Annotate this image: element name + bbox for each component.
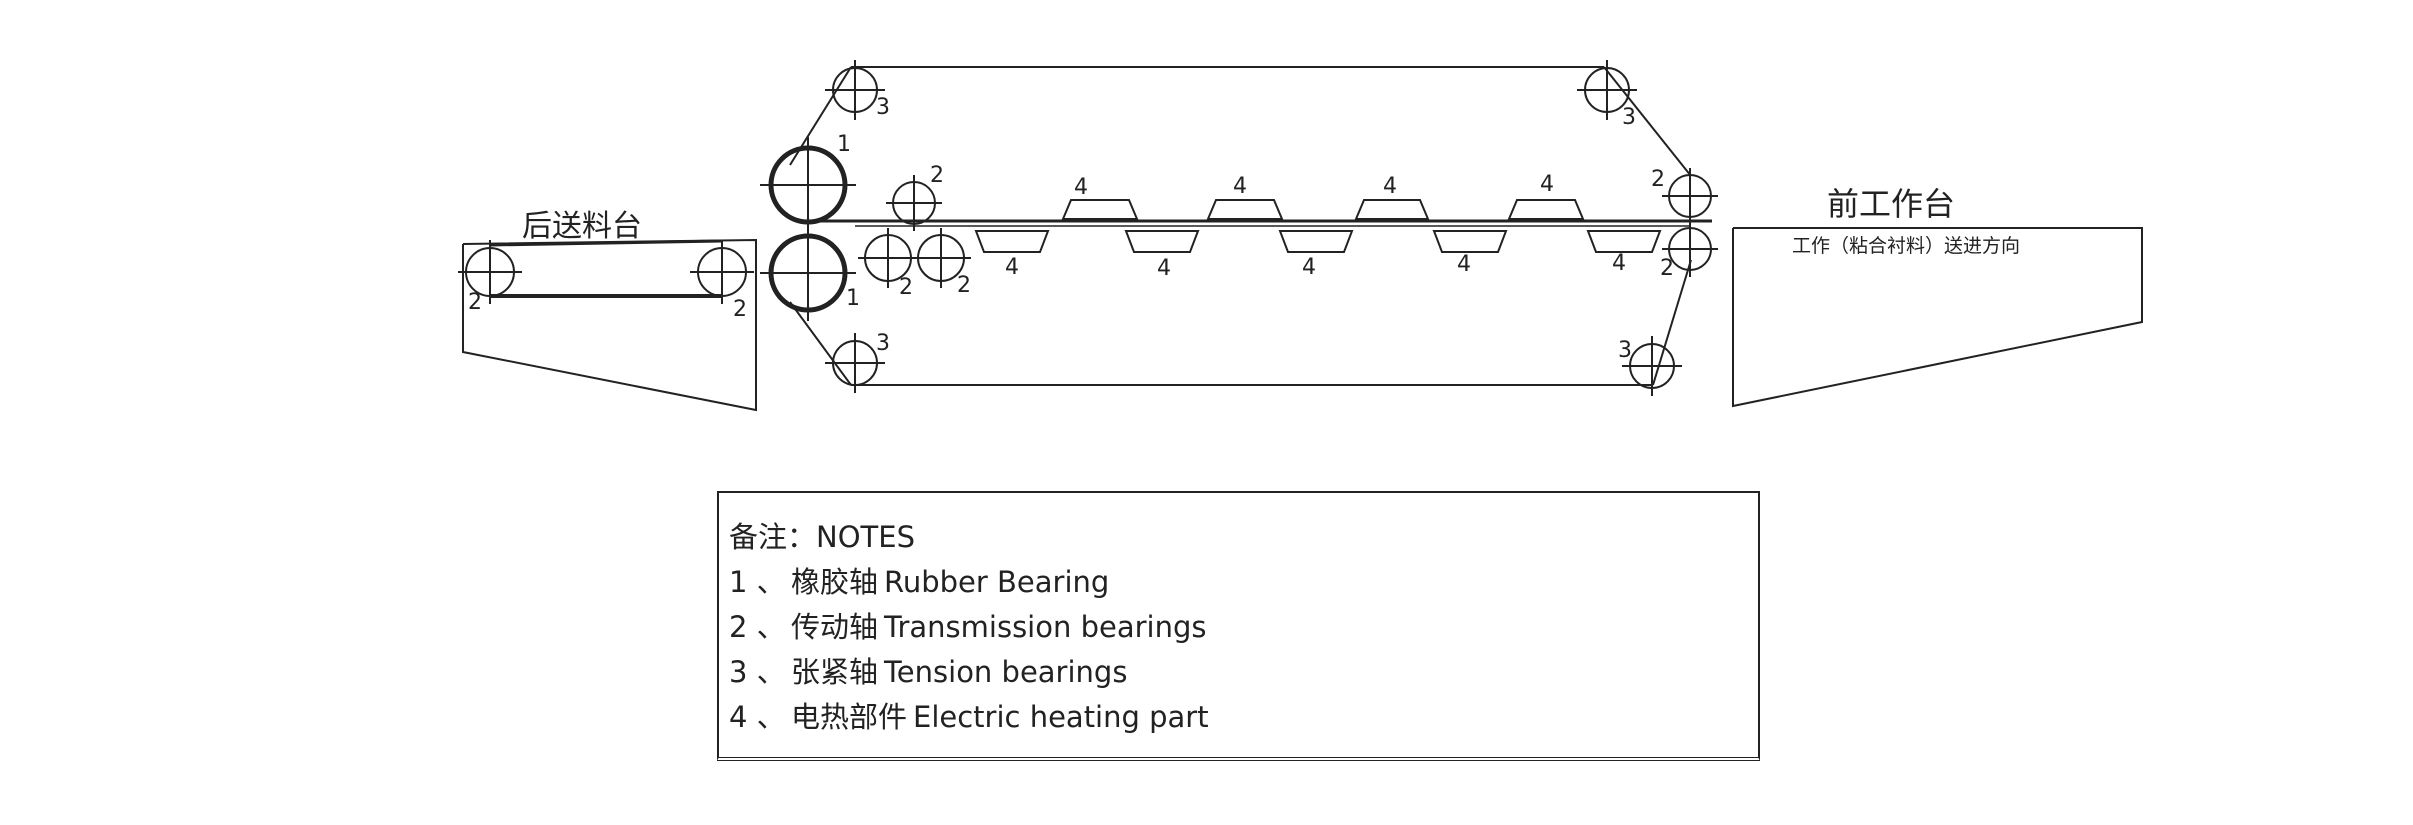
- label-tension-tl: 3: [876, 95, 890, 120]
- heating-part-upper-1: [1061, 199, 1139, 220]
- label-trans-lower-b: 2: [957, 273, 971, 298]
- label-heat-u2: 4: [1233, 174, 1247, 199]
- transmission-roller-front-top: [1662, 168, 1718, 224]
- label-tension-br: 3: [1618, 338, 1632, 363]
- label-trans-front-bottom: 2: [1660, 256, 1674, 281]
- note-cn: 传动轴: [791, 610, 879, 644]
- transmission-roller-front-bottom: [1662, 221, 1718, 277]
- transmission-roller-rear-left: [458, 240, 522, 304]
- note-num: 2 、: [729, 610, 786, 644]
- heating-part-lower-4: [1432, 230, 1508, 253]
- transmission-roller-rear-right: [690, 240, 754, 304]
- notes-title: 备注：NOTES: [729, 515, 1744, 560]
- tension-roller-top-right: [1577, 60, 1637, 120]
- note-en: Transmission bearings: [884, 610, 1207, 644]
- heating-part-upper-3: [1354, 199, 1430, 220]
- label-heat-l3: 4: [1302, 255, 1316, 280]
- label-trans-upper: 2: [930, 163, 944, 188]
- note-cn: 张紧轴: [791, 655, 879, 689]
- transmission-roller-upper: [886, 175, 942, 231]
- front-table-label: 前工作台: [1827, 185, 1955, 223]
- rubber-roller-top: [760, 137, 856, 233]
- label-heat-l1: 4: [1005, 255, 1019, 280]
- label-trans-lower-a: 2: [899, 275, 913, 300]
- heating-part-upper-4: [1507, 199, 1585, 220]
- label-heat-u1: 4: [1074, 175, 1088, 200]
- heating-part-lower-1: [974, 230, 1050, 253]
- notes-title-cn: 备注：: [729, 520, 817, 554]
- label-tension-tr: 3: [1622, 105, 1636, 130]
- note-cn: 电热部件: [791, 700, 908, 734]
- note-cn: 橡胶轴: [791, 565, 879, 599]
- heating-part-upper-2: [1206, 199, 1284, 220]
- label-rubber-top: 1: [837, 132, 851, 157]
- label-trans-front-top: 2: [1651, 167, 1665, 192]
- notes-title-en: NOTES: [816, 520, 915, 554]
- label-trans-rear-left: 2: [468, 290, 482, 315]
- note-en: Tension bearings: [884, 655, 1128, 689]
- tension-roller-bottom-right: [1622, 336, 1682, 396]
- transmission-roller-lower-b: [911, 228, 971, 288]
- heating-part-lower-3: [1278, 230, 1354, 253]
- label-heat-l5: 4: [1612, 251, 1626, 276]
- rear-table-label: 后送料台: [522, 209, 642, 244]
- transmission-roller-lower-a: [858, 228, 918, 288]
- rubber-roller-bottom: [760, 225, 856, 321]
- front-worktable: [1732, 227, 2143, 408]
- heating-part-lower-2: [1124, 230, 1200, 253]
- label-tension-bl: 3: [876, 331, 890, 356]
- label-trans-rear-right: 2: [733, 297, 747, 322]
- note-num: 1 、: [729, 565, 786, 599]
- note-en: Rubber Bearing: [884, 565, 1110, 599]
- label-heat-u4: 4: [1540, 172, 1554, 197]
- label-heat-l2: 4: [1157, 256, 1171, 281]
- label-heat-l4: 4: [1457, 252, 1471, 277]
- note-num: 3 、: [729, 655, 786, 689]
- note-en: Electric heating part: [913, 700, 1209, 734]
- label-rubber-bottom: 1: [846, 286, 860, 311]
- heating-part-lower-5: [1586, 230, 1662, 253]
- note-num: 4 、: [729, 700, 786, 734]
- conveyor-belt: [789, 66, 1712, 386]
- tension-roller-bottom-left: [825, 333, 885, 393]
- rear-feed-table: [462, 238, 757, 412]
- label-heat-u3: 4: [1383, 174, 1397, 199]
- feed-direction-label: 工作（粘合衬料）送进方向: [1792, 235, 2020, 257]
- tension-roller-top-left: [825, 60, 885, 120]
